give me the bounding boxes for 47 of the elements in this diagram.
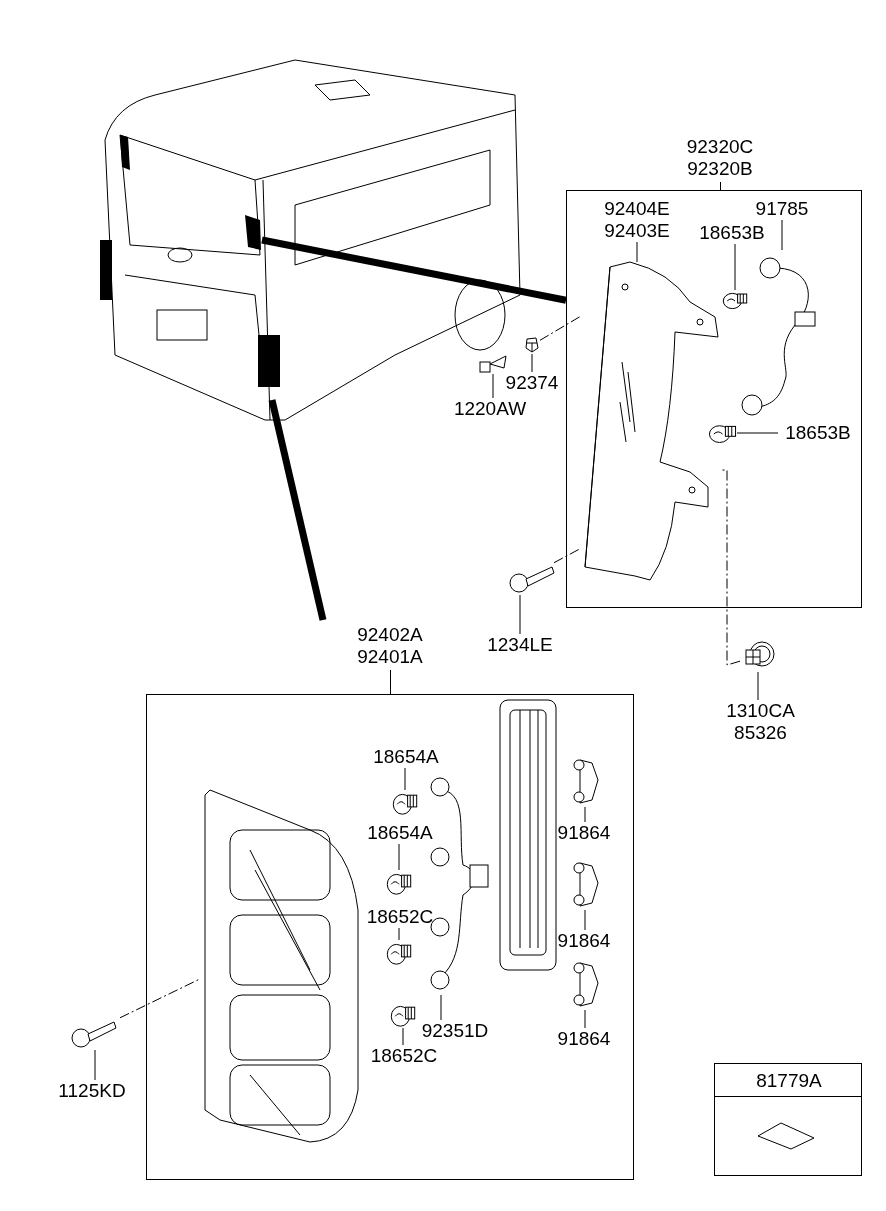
leader-line	[584, 1009, 586, 1029]
leader-line	[584, 909, 586, 931]
leader-line	[584, 806, 586, 823]
leader-line	[757, 671, 759, 701]
part-number: 1234LE	[480, 634, 560, 656]
leader-line	[519, 594, 521, 635]
assembly-line	[553, 548, 581, 564]
part-number: 18653B	[692, 222, 772, 244]
part-number: 18652C	[364, 1045, 444, 1067]
part-number: 91864	[552, 822, 616, 844]
leader-line	[531, 353, 533, 373]
lamp-gasket-drawing	[498, 698, 558, 973]
assembly-line	[539, 316, 581, 341]
leader-line	[636, 241, 638, 263]
leader-line	[402, 1027, 404, 1046]
part-number: 92320C 92320B	[685, 136, 755, 180]
bulb-icon	[722, 290, 748, 310]
leader-line	[736, 432, 779, 434]
part-number: 92402A 92401A	[356, 624, 424, 668]
leader-line	[440, 994, 442, 1021]
leader-line	[781, 219, 783, 251]
leader-line	[398, 927, 400, 941]
part-number: 92404E 92403E	[592, 198, 682, 242]
part-number: 81779A	[755, 1070, 823, 1092]
part-number: 91864	[552, 930, 616, 952]
label-box	[714, 1063, 862, 1176]
label-sticker-icon	[756, 1121, 816, 1151]
clip-icon	[524, 336, 540, 354]
part-number: 91785	[750, 198, 814, 220]
leader-line	[404, 767, 406, 791]
part-number: 18652C	[360, 906, 440, 928]
bulb-icon	[708, 422, 737, 444]
part-number: 1220AW	[445, 398, 535, 420]
leader-line	[398, 843, 400, 871]
part-number: 1310CA 85326	[718, 700, 803, 744]
part-number: 92374	[500, 372, 564, 394]
assembly-line	[119, 978, 201, 1019]
screw-icon	[478, 352, 508, 374]
leader-line	[492, 373, 494, 399]
part-number: 18653B	[778, 422, 858, 444]
part-number: 92351D	[415, 1020, 495, 1042]
part-number: 1125KD	[52, 1080, 132, 1102]
part-number: 18654A	[360, 822, 440, 844]
part-number: 18654A	[366, 746, 446, 768]
leader-line	[734, 243, 736, 291]
part-number: 91864	[552, 1028, 616, 1050]
leader-line	[94, 1049, 96, 1081]
